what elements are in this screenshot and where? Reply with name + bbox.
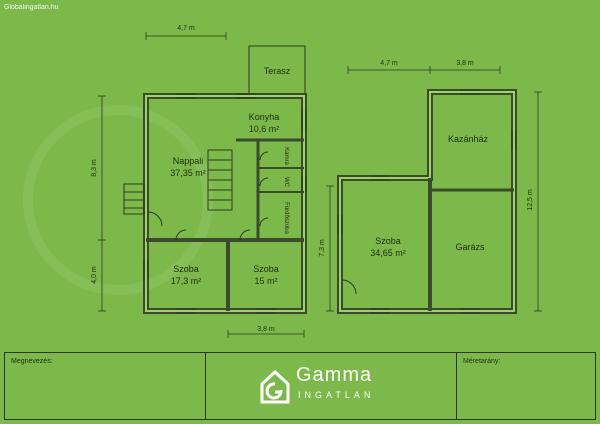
- door-szoba1-icon: [175, 229, 187, 241]
- title-block-left: Megnevezés:: [5, 353, 206, 419]
- door-furdo-icon: [259, 217, 269, 227]
- gamma-logo: Gamma INGATLAN: [258, 360, 418, 410]
- door-szoba2-icon: [239, 229, 251, 241]
- dim-mid-side: 7,3 m: [319, 239, 326, 257]
- logo-name: Gamma: [296, 364, 373, 386]
- room-furdoszoba: Fürdőszoba: [283, 202, 289, 234]
- room-kamra: Kamra: [283, 147, 289, 165]
- label-megnevezes: Megnevezés:: [11, 358, 53, 365]
- watermark-text: Globalingatlan.hu: [4, 4, 59, 11]
- room-szoba1: Szoba: [173, 264, 199, 274]
- dim-left-upper: 8,3 m: [91, 159, 98, 177]
- house-logo-icon: [260, 369, 290, 404]
- room-konyha: Konyha: [249, 112, 280, 122]
- room-szoba3-area: 34,65 m²: [370, 248, 406, 258]
- house-outer-wall-inner: [145, 95, 305, 312]
- room-szoba2-area: 15 m²: [254, 276, 277, 286]
- entrance-steps-icon: [123, 183, 145, 215]
- room-terasz: Terasz: [264, 66, 291, 76]
- room-nappali-area: 37,35 m²: [170, 168, 206, 178]
- dim-top-left: 4,7 m: [177, 25, 195, 32]
- room-konyha-area: 10,6 m²: [249, 124, 280, 134]
- windows-left: [143, 93, 307, 314]
- room-szoba2: Szoba: [253, 264, 279, 274]
- room-szoba1-area: 17,3 m²: [171, 276, 202, 286]
- dim-top-right-a: 4,7 m: [380, 60, 398, 67]
- windows-right: [337, 89, 517, 314]
- logo-sub: INGATLAN: [298, 390, 375, 400]
- dim-right-side: 12,5 m: [527, 189, 534, 211]
- stairs-icon: [207, 149, 233, 211]
- garage-outer-wall: [337, 89, 517, 314]
- label-meretarany: Méretarány:: [463, 358, 501, 365]
- door-kamra-icon: [259, 151, 269, 161]
- room-kazanhaz: Kazánház: [448, 134, 489, 144]
- title-block: Megnevezés: Méretarány:: [4, 352, 596, 420]
- door-wc-icon: [259, 177, 269, 187]
- room-wc: WC: [283, 177, 289, 188]
- dim-bottom: 3,8 m: [257, 326, 275, 333]
- dim-left-lower: 4,0 m: [91, 266, 98, 284]
- room-garazs: Garázs: [455, 242, 485, 252]
- room-szoba3: Szoba: [375, 236, 401, 246]
- room-nappali: Nappali: [173, 156, 204, 166]
- watermark-circle-icon: [23, 105, 213, 295]
- dimension-lines: [98, 32, 542, 338]
- dim-top-right-b: 3,8 m: [456, 60, 474, 67]
- title-block-right: Méretarány:: [456, 353, 595, 419]
- door-entrance-icon: [147, 211, 163, 227]
- door-szoba3-icon: [341, 279, 357, 295]
